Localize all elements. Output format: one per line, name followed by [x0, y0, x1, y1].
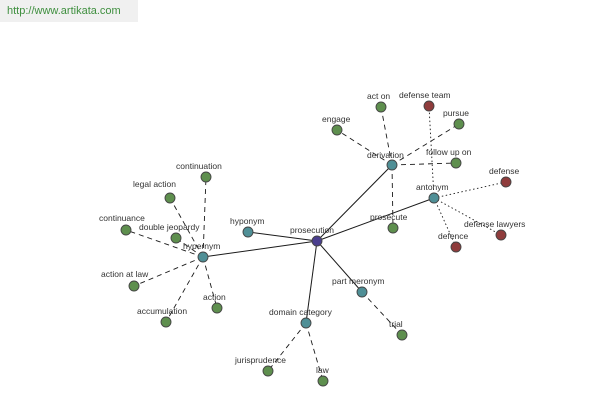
label-prosecute: prosecute	[370, 212, 408, 222]
node-defense-lawyers[interactable]	[495, 229, 507, 241]
node-law[interactable]	[317, 375, 329, 387]
node-action[interactable]	[211, 302, 223, 314]
node-derivation[interactable]	[386, 159, 398, 171]
edge-hypernym-continuation	[202, 176, 207, 258]
label-domain-category: domain category	[269, 307, 333, 317]
edge-prosecution-derivation	[316, 164, 393, 242]
node-hypernym[interactable]	[197, 251, 209, 263]
node-double-jeopardy[interactable]	[170, 232, 182, 244]
labels-layer: prosecution hyponym hypernym derivation anto…	[99, 90, 525, 375]
node-trial[interactable]	[396, 329, 408, 341]
nodes-layer	[120, 100, 512, 387]
label-legal-action: legal action	[133, 179, 176, 189]
label-accumulation: accumulation	[137, 306, 187, 316]
label-defense: defense	[489, 166, 520, 176]
label-defense-lawyers: defense lawyers	[464, 219, 525, 229]
edge-hypernym-legal-action	[169, 197, 204, 258]
edge-prosecution-part-meronym	[316, 240, 363, 293]
edge-domain-category-law	[305, 322, 324, 382]
node-prosecution[interactable]	[311, 235, 323, 247]
label-engage: engage	[322, 114, 351, 124]
label-follow-up-on: follow up on	[426, 147, 472, 157]
node-accumulation[interactable]	[160, 316, 172, 328]
node-defense[interactable]	[500, 176, 512, 188]
label-defence: defence	[438, 231, 469, 241]
label-action-at-law: action at law	[101, 269, 149, 279]
edge-domain-category-jurisprudence	[267, 322, 307, 372]
label-hypernym: hypernym	[183, 241, 220, 251]
node-part-meronym[interactable]	[356, 286, 368, 298]
label-continuance: continuance	[99, 213, 145, 223]
edges-layer	[125, 105, 507, 382]
label-continuation: continuation	[176, 161, 222, 171]
node-pursue[interactable]	[453, 118, 465, 130]
edge-antonym-defense-team	[428, 105, 435, 199]
watermark-url: http://www.artikata.com	[0, 0, 138, 22]
label-defense-team: defense team	[399, 90, 451, 100]
edge-hypernym-continuance	[125, 229, 204, 258]
node-defense-team[interactable]	[423, 100, 435, 112]
node-prosecute[interactable]	[387, 222, 399, 234]
edge-derivation-engage	[336, 129, 393, 166]
edge-antonym-defense	[433, 181, 507, 199]
node-action-at-law[interactable]	[128, 280, 140, 292]
label-law: law	[316, 365, 330, 375]
edge-derivation-follow-up-on	[391, 162, 457, 166]
label-trial: trial	[389, 319, 403, 329]
edge-hypernym-action-at-law	[133, 256, 204, 287]
label-prosecution: prosecution	[290, 225, 334, 235]
label-double-jeopardy: double jeopardy	[139, 222, 200, 232]
edge-hypernym-double-jeopardy	[175, 237, 204, 258]
label-jurisprudence: jurisprudence	[234, 355, 286, 365]
label-derivation: derivation	[367, 150, 404, 160]
edge-derivation-act-on	[380, 106, 393, 166]
label-antonym: antonym	[416, 182, 449, 192]
node-hyponym[interactable]	[242, 226, 254, 238]
edge-prosecution-antonym	[316, 197, 435, 242]
edge-prosecution-hypernym	[202, 240, 318, 258]
edge-derivation-prosecute	[391, 164, 394, 229]
label-action: action	[203, 292, 226, 302]
node-engage[interactable]	[331, 124, 343, 136]
node-defence[interactable]	[450, 241, 462, 253]
node-antonym[interactable]	[428, 192, 440, 204]
node-legal-action[interactable]	[164, 192, 176, 204]
label-pursue: pursue	[443, 108, 469, 118]
label-hyponym: hyponym	[230, 216, 265, 226]
node-continuance[interactable]	[120, 224, 132, 236]
edge-derivation-pursue	[391, 123, 460, 166]
node-jurisprudence[interactable]	[262, 365, 274, 377]
edge-hypernym-accumulation	[165, 256, 204, 323]
node-follow-up-on[interactable]	[450, 157, 462, 169]
node-act-on[interactable]	[375, 101, 387, 113]
label-act-on: act on	[367, 91, 390, 101]
label-part-meronym: part meronym	[332, 276, 384, 286]
node-domain-category[interactable]	[300, 317, 312, 329]
edge-antonym-defense-lawyers	[433, 197, 502, 236]
edge-prosecution-domain-category	[305, 240, 318, 324]
edge-antonym-defence	[433, 197, 457, 248]
edge-prosecution-hyponym	[247, 231, 318, 242]
node-continuation[interactable]	[200, 171, 212, 183]
edge-part-meronym-trial	[361, 291, 403, 336]
